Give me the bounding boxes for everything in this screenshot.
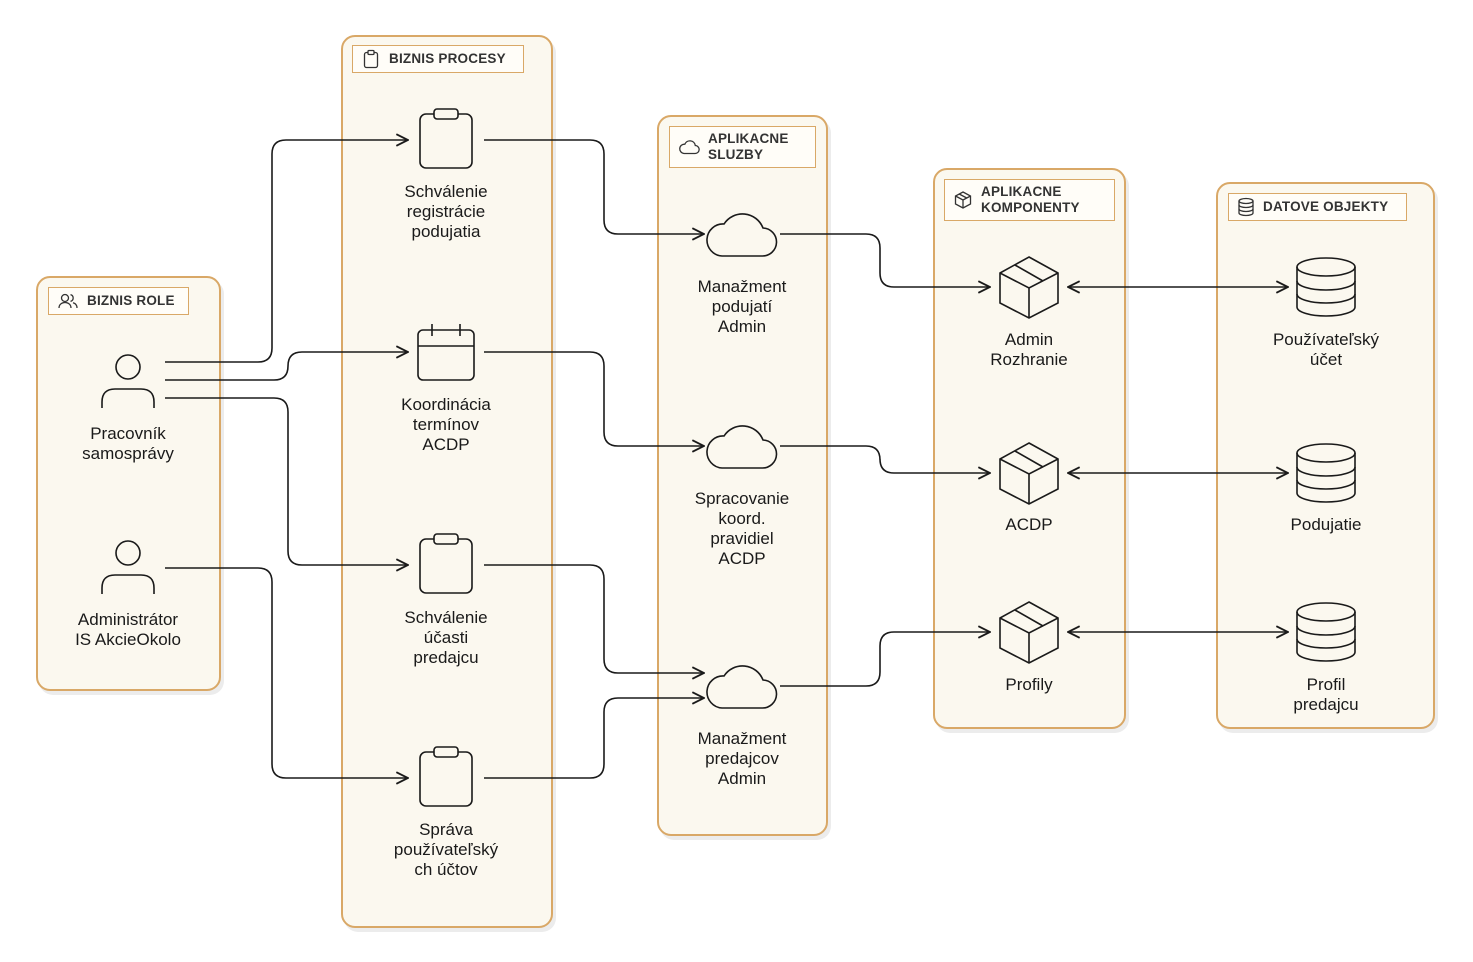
edge-schvalenie-reg-manazment-pod bbox=[484, 139, 704, 234]
calendar-icon bbox=[417, 324, 475, 381]
lane-title-text: APLIKACNE SLUZBY bbox=[708, 131, 789, 162]
database-icon bbox=[1296, 257, 1356, 317]
box-icon bbox=[999, 442, 1059, 505]
lane-title-data: DATOVE OBJEKTY bbox=[1228, 193, 1407, 221]
lane-title-text: BIZNIS PROCESY bbox=[389, 51, 506, 66]
cloud-icon bbox=[679, 140, 700, 155]
label-comp-acdp: ACDP bbox=[1005, 515, 1053, 534]
clipboard-icon bbox=[419, 746, 473, 807]
edge-sprava-manazment-pred bbox=[484, 698, 704, 779]
label-proc-schvalenie-ucasti: Schválenie účasti predajcu bbox=[404, 608, 488, 667]
edge-manazment-pred-profily bbox=[780, 632, 990, 687]
box-icon bbox=[954, 191, 972, 209]
label-data-podujatie: Podujatie bbox=[1290, 515, 1362, 534]
label-svc-manazment-pred: Manažment predajcov Admin bbox=[697, 729, 787, 788]
clipboard-icon bbox=[419, 108, 473, 169]
label-comp-profily: Profily bbox=[1005, 675, 1053, 694]
label-data-ucet: Používateľský účet bbox=[1272, 330, 1380, 369]
lane-aplikacne-sluzby bbox=[657, 115, 828, 836]
lane-title-text: DATOVE OBJEKTY bbox=[1263, 199, 1389, 214]
label-proc-koordinacia: Koordinácia termínov ACDP bbox=[401, 395, 491, 454]
user-icon bbox=[101, 354, 155, 408]
lane-title-services: APLIKACNE SLUZBY bbox=[669, 126, 816, 168]
lane-biznis-role bbox=[36, 276, 221, 691]
database-icon bbox=[1238, 197, 1254, 217]
label-data-profil: Profil predajcu bbox=[1293, 675, 1359, 714]
edge-pracovnik-schvalenie-reg bbox=[165, 140, 408, 363]
label-role-admin: Administrátor IS AkcieOkolo bbox=[75, 610, 181, 649]
clipboard-icon bbox=[363, 49, 379, 69]
label-svc-spracovanie: Spracovanie koord. pravidiel ACDP bbox=[694, 489, 790, 568]
edge-pracovnik-schvalenie-ucasti bbox=[165, 397, 408, 565]
box-icon bbox=[999, 601, 1059, 664]
edge-schvalenie-ucasti-manazment-pred bbox=[484, 564, 704, 673]
user-icon bbox=[101, 540, 155, 594]
edge-spracovanie-acdp bbox=[780, 445, 990, 473]
lane-title-roles: BIZNIS ROLE bbox=[48, 287, 189, 315]
label-svc-manazment-pod: Manažment podujatí Admin bbox=[697, 277, 787, 336]
lane-title-processes: BIZNIS PROCESY bbox=[352, 45, 524, 73]
edge-koordinacia-spracovanie bbox=[484, 351, 704, 446]
lane-title-components: APLIKACNE KOMPONENTY bbox=[944, 179, 1115, 221]
lane-title-text: APLIKACNE KOMPONENTY bbox=[981, 184, 1080, 215]
cloud-icon bbox=[706, 665, 778, 709]
users-icon bbox=[58, 293, 78, 309]
database-icon bbox=[1296, 602, 1356, 662]
label-role-pracovnik: Pracovník samosprávy bbox=[82, 424, 174, 463]
label-comp-admin: Admin Rozhranie bbox=[990, 330, 1068, 369]
edge-pracovnik-koordinacia bbox=[165, 352, 408, 381]
edge-manazment-pod-admin-rozhranie bbox=[780, 233, 990, 287]
cloud-icon bbox=[706, 213, 778, 257]
database-icon bbox=[1296, 443, 1356, 503]
clipboard-icon bbox=[419, 533, 473, 594]
edge-admin-sprava bbox=[165, 567, 408, 778]
label-proc-schvalenie-reg: Schválenie registrácie podujatia bbox=[404, 182, 488, 241]
lane-biznis-procesy bbox=[341, 35, 553, 928]
lane-title-text: BIZNIS ROLE bbox=[87, 293, 175, 308]
box-icon bbox=[999, 256, 1059, 319]
cloud-icon bbox=[706, 425, 778, 469]
label-proc-sprava: Správa používateľský ch účtov bbox=[393, 820, 499, 879]
